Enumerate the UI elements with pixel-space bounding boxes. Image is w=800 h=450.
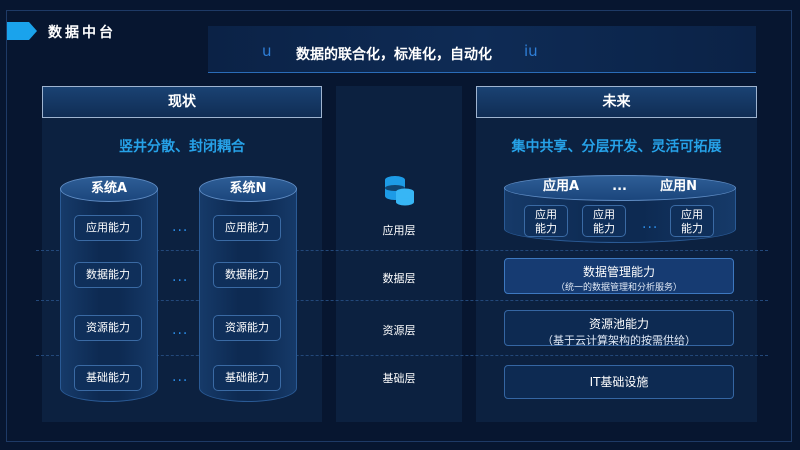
capability-box: 基础能力 bbox=[74, 365, 142, 391]
ellipsis: ... bbox=[642, 216, 659, 232]
ellipsis: ... bbox=[172, 322, 189, 338]
ellipsis: ... bbox=[172, 219, 189, 235]
layer-label-resource: 资源层 bbox=[382, 324, 416, 337]
capability-box: 资源能力 bbox=[74, 315, 142, 341]
capability-box: 数据能力 bbox=[74, 262, 142, 288]
it-infrastructure-title: IT基础设施 bbox=[589, 375, 649, 389]
app-capability-box: 应用 能力 bbox=[582, 205, 626, 237]
arrow-right-icon bbox=[7, 22, 37, 40]
database-icon bbox=[385, 176, 414, 206]
capability-box: 资源能力 bbox=[213, 315, 281, 341]
layer-label-data: 数据层 bbox=[382, 272, 416, 285]
outer-frame bbox=[6, 10, 792, 442]
it-infrastructure-bar: IT基础设施 bbox=[504, 365, 734, 399]
app-n-label: 应用N bbox=[660, 179, 697, 194]
application-cylinder-top: 应用A ... 应用N bbox=[504, 175, 736, 201]
slogan-right-deco: iu bbox=[524, 42, 538, 60]
resource-pool-sub: （基于云计算架构的按需供给） bbox=[542, 334, 696, 347]
data-management-title: 数据管理能力 bbox=[582, 265, 655, 279]
system-a-label: 系统A bbox=[60, 176, 158, 202]
layer-label-infrastructure: 基础层 bbox=[382, 372, 416, 385]
ellipsis: ... bbox=[172, 269, 189, 285]
capability-box: 应用能力 bbox=[213, 215, 281, 241]
layer-separator bbox=[36, 250, 768, 251]
system-n-label: 系统N bbox=[199, 176, 297, 202]
future-state-header: 未来 bbox=[476, 86, 757, 118]
slogan-left-deco: u bbox=[262, 42, 272, 60]
page-title: 数据中台 bbox=[48, 25, 116, 41]
layer-label-application: 应用层 bbox=[382, 224, 416, 237]
layer-separator bbox=[36, 355, 768, 356]
slogan-text: 数据的联合化，标准化，自动化 bbox=[296, 47, 492, 63]
layer-separator bbox=[36, 300, 768, 301]
data-management-sub: （统一的数据管理和分析服务） bbox=[555, 283, 682, 293]
current-state-header: 现状 bbox=[42, 86, 322, 118]
system-n-cylinder: 系统N bbox=[199, 176, 297, 402]
layer-panel bbox=[336, 86, 462, 422]
data-management-bar: 数据管理能力 （统一的数据管理和分析服务） bbox=[504, 258, 734, 294]
app-ellipsis: ... bbox=[612, 179, 627, 194]
capability-box: 数据能力 bbox=[213, 262, 281, 288]
ellipsis: ... bbox=[172, 369, 189, 385]
system-a-cylinder: 系统A bbox=[60, 176, 158, 402]
app-capability-box: 应用 能力 bbox=[670, 205, 714, 237]
future-state-subtitle: 集中共享、分层开发、灵活可拓展 bbox=[511, 139, 722, 155]
slogan-banner bbox=[208, 26, 756, 73]
capability-box: 基础能力 bbox=[213, 365, 281, 391]
app-capability-box: 应用 能力 bbox=[524, 205, 568, 237]
current-state-subtitle: 竖井分散、封闭耦合 bbox=[119, 139, 245, 155]
resource-pool-bar: 资源池能力 （基于云计算架构的按需供给） bbox=[504, 310, 734, 347]
capability-box: 应用能力 bbox=[74, 215, 142, 241]
app-a-label: 应用A bbox=[543, 179, 580, 194]
resource-pool-title: 资源池能力 bbox=[588, 317, 649, 331]
